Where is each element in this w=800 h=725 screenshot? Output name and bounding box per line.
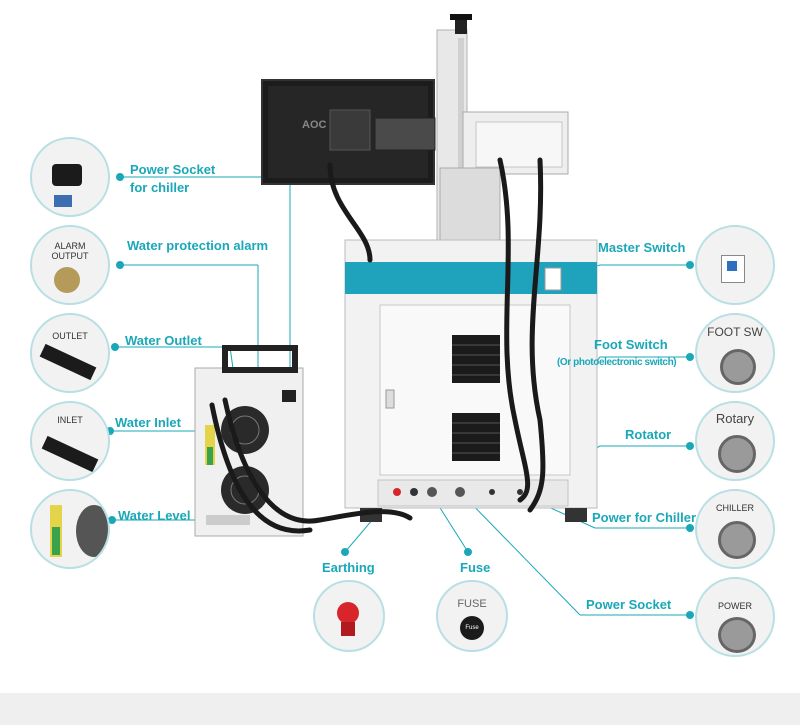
fan-icon	[76, 505, 108, 557]
chiller-connector-icon	[718, 521, 756, 559]
switch-lever-icon	[727, 261, 737, 271]
detail-water-inlet: INLET	[30, 401, 110, 481]
inlet-hose-icon	[41, 435, 99, 473]
earthing-post-icon	[341, 622, 355, 636]
detail-master-switch	[695, 225, 775, 305]
detail-power-socket: POWER	[695, 577, 775, 657]
power-connector-icon	[718, 617, 756, 653]
label-power-socket-chiller-2: for chiller	[130, 180, 190, 195]
inlet-label: INLET	[57, 415, 83, 425]
outlet-label: OUTLET	[52, 331, 88, 341]
label-power-socket-chiller-1: Power Socket	[130, 162, 216, 177]
detail-rotator: Rotary	[695, 401, 775, 481]
label-water-protection-alarm: Water protection alarm	[127, 238, 269, 253]
detail-foot-switch: FOOT SW	[695, 313, 775, 393]
label-foot-switch-note: (Or photoelectronic switch)	[557, 357, 677, 368]
qr-label-icon	[54, 195, 72, 207]
water-level-fill-icon	[52, 527, 60, 555]
monitor-brand-label: AOC	[302, 119, 327, 131]
fuse-panel-label: FUSE	[457, 598, 487, 610]
label-power-for-chiller: Power for Chiller	[592, 510, 697, 525]
alarm-output-line1: ALARM	[54, 241, 86, 251]
footer-band	[0, 693, 800, 725]
detail-fuse: FUSE Fuse	[436, 580, 508, 652]
power-label: POWER	[717, 601, 752, 611]
label-power-socket: Power Socket	[586, 597, 672, 612]
label-master-switch: Master Switch	[598, 240, 686, 255]
rotary-label: Rotary	[715, 411, 755, 426]
detail-water-outlet: OUTLET	[30, 313, 110, 393]
label-fuse: Fuse	[460, 560, 491, 575]
label-water-inlet: Water Inlet	[115, 415, 181, 430]
outlet-hose-icon	[39, 343, 97, 381]
label-water-outlet: Water Outlet	[125, 333, 202, 348]
label-earthing: Earthing	[322, 560, 375, 575]
detail-water-level	[30, 489, 110, 569]
detail-power-socket-chiller	[30, 137, 110, 217]
fuse-cap-icon: Fuse	[460, 616, 484, 640]
alarm-connector-icon	[54, 267, 80, 293]
label-water-level: Water Level	[118, 508, 191, 523]
earthing-terminal-icon	[337, 602, 359, 624]
alarm-output-line2: OUTPUT	[51, 251, 89, 261]
foot-sw-label: FOOT SW	[707, 325, 763, 339]
rotator-connector-icon	[718, 435, 756, 473]
foot-switch-connector-icon	[720, 349, 756, 385]
label-foot-switch: Foot Switch	[594, 337, 668, 352]
label-rotator: Rotator	[625, 427, 672, 442]
detail-water-protection-alarm: ALARM OUTPUT	[30, 225, 110, 305]
detail-power-for-chiller: CHILLER	[695, 489, 775, 569]
detail-earthing	[313, 580, 385, 652]
chiller-label: CHILLER	[715, 503, 754, 513]
power-socket-icon	[52, 164, 82, 186]
